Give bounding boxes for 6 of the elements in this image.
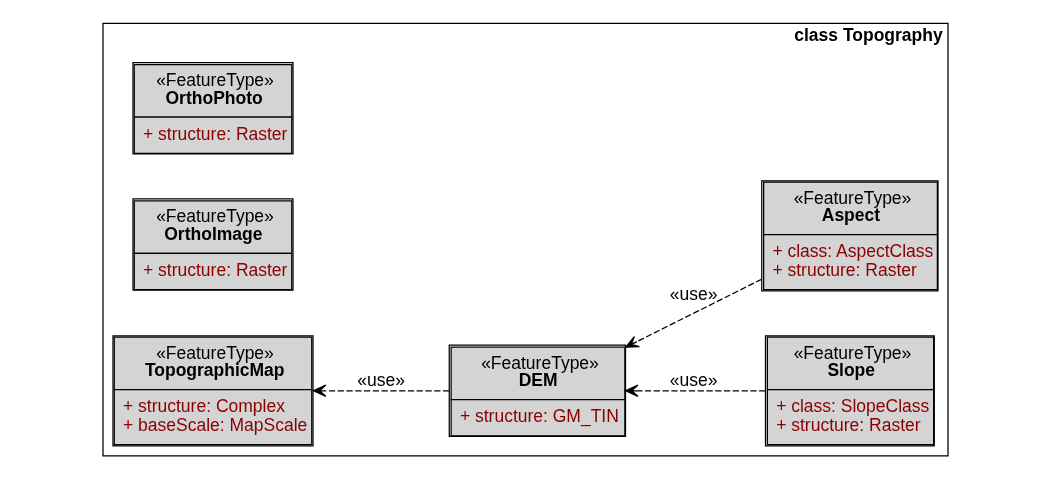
edge-label: «use» [357,370,405,390]
edge-label: «use» [669,370,718,390]
arrow [312,384,450,397]
edge-label: «use» [669,283,718,304]
arrow [624,384,766,397]
arrow [625,278,763,348]
